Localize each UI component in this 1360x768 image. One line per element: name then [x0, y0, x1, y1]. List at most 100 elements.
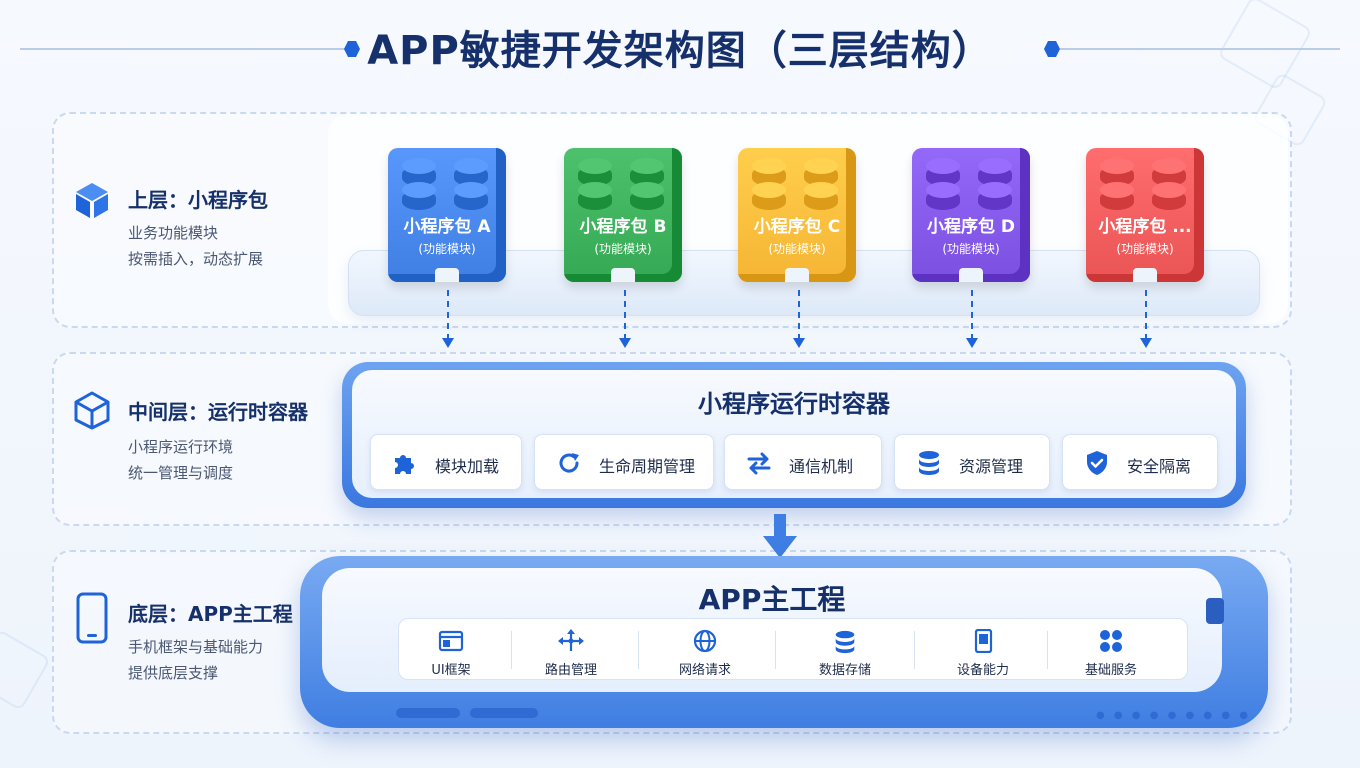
package-brick: 小程序包 B(功能模块): [564, 148, 682, 282]
package-brick: 小程序包 C(功能模块): [738, 148, 856, 282]
title-decoration-hexagon-right: [1044, 41, 1060, 57]
brick-stud: [630, 158, 664, 186]
brick-notch: [1133, 268, 1157, 282]
app-feature-label: 基础服务: [1084, 663, 1137, 678]
brick-stud-top: [402, 158, 436, 174]
title-decoration-line-right: [1060, 48, 1340, 50]
shield-icon: [1083, 449, 1111, 477]
top-layer-desc-1: 业务功能模块: [128, 224, 219, 242]
runtime-module-label: 通信机制: [789, 457, 854, 476]
brick-stud-top: [578, 158, 612, 174]
title-decoration-hexagon-left: [344, 41, 360, 57]
dashed-down-arrow: [793, 290, 805, 348]
package-brick: 小程序包 D (功能模块): [912, 148, 1030, 282]
brick-notch: [435, 268, 459, 282]
brick-stud-top: [978, 158, 1012, 174]
app-feature: 路由管理: [511, 619, 631, 681]
brick-stud: [926, 182, 960, 210]
runtime-container-title: 小程序运行时容器: [698, 390, 890, 418]
cube-icon: [76, 183, 108, 218]
brick-stud: [630, 182, 664, 210]
route-icon: [558, 629, 584, 653]
package-subtitle: (功能模块): [768, 242, 826, 256]
feature-separator: [1047, 631, 1048, 669]
brick-stud: [926, 158, 960, 186]
brick-stud-top: [978, 182, 1012, 198]
brick-stud: [804, 158, 838, 186]
phone-speaker-dots: ● ● ● ● ● ● ● ● ●: [1096, 710, 1251, 721]
package-subtitle: (功能模块): [594, 242, 652, 256]
background-hexagon: [0, 629, 51, 711]
page-title: APP敏捷开发架构图（三层结构）: [367, 28, 993, 74]
app-feature-label: 路由管理: [544, 663, 597, 678]
brick-stud: [1152, 158, 1186, 186]
dashed-down-arrow: [619, 290, 631, 348]
middle-layer-desc-1: 小程序运行环境: [128, 438, 234, 456]
package-brick: 小程序包 A (功能模块): [388, 148, 506, 282]
box-outline-icon: [74, 391, 110, 430]
brick-stud: [752, 158, 786, 186]
brick-notch: [611, 268, 635, 282]
brick-stud-top: [752, 158, 786, 174]
title-decoration-line-left: [20, 48, 350, 50]
database-icon: [832, 629, 858, 654]
phone-icon: [76, 592, 108, 644]
puzzle-icon: [391, 449, 419, 477]
feature-separator: [775, 631, 776, 669]
feature-separator: [511, 631, 512, 669]
middle-layer-desc-2: 统一管理与调度: [128, 464, 234, 482]
runtime-module-label: 模块加载: [435, 457, 500, 476]
brick-stud: [978, 182, 1012, 210]
runtime-module: 安全隔离: [1062, 434, 1218, 490]
brick-stud: [402, 158, 436, 186]
brick-stud-top: [578, 182, 612, 198]
phone-volume-button: [396, 708, 460, 718]
app-feature-label: 网络请求: [678, 663, 731, 678]
database-icon: [915, 449, 943, 477]
app-feature-label: 数据存储: [818, 663, 871, 678]
bottom-layer-title: 底层：APP主工程: [128, 602, 293, 626]
brick-stud-top: [926, 158, 960, 174]
app-phone-screen: APP主工程 UI框架 路由管理 网络请求 数据存储 设备能力基础服务: [322, 568, 1222, 692]
top-layer-desc-2: 按需插入，动态扩展: [128, 250, 264, 268]
dashed-down-arrow: [966, 290, 978, 348]
exchange-icon: [745, 449, 773, 477]
app-feature-label: UI框架: [431, 663, 471, 678]
brick-stud-top: [804, 158, 838, 174]
brick-stud-top: [402, 182, 436, 198]
brick-stud: [1152, 182, 1186, 210]
app-main-project-title: APP主工程: [698, 583, 846, 616]
app-feature: 数据存储: [785, 619, 905, 681]
brick-stud-top: [752, 182, 786, 198]
runtime-module-label: 资源管理: [959, 457, 1024, 476]
runtime-module: 通信机制: [724, 434, 882, 490]
app-feature: 基础服务: [1051, 619, 1171, 681]
package-name: 小程序包 D: [926, 217, 1016, 237]
brick-stud: [804, 182, 838, 210]
package-subtitle: (功能模块): [942, 242, 1000, 256]
brick-stud-top: [454, 158, 488, 174]
brick-stud-top: [1152, 182, 1186, 198]
brick-stud-top: [454, 182, 488, 198]
brick-stud-top: [630, 182, 664, 198]
brick-stud-top: [630, 158, 664, 174]
runtime-module-label: 安全隔离: [1127, 457, 1192, 476]
grid-icon: [1098, 629, 1124, 653]
brick-stud: [978, 158, 1012, 186]
brick-stud: [752, 182, 786, 210]
package-name: 小程序包 A: [403, 217, 491, 237]
app-feature: 设备能力: [923, 619, 1043, 681]
app-feature-strip: UI框架 路由管理 网络请求 数据存储 设备能力基础服务: [398, 618, 1188, 680]
feature-separator: [914, 631, 915, 669]
globe-icon: [692, 629, 718, 653]
brick-stud: [402, 182, 436, 210]
package-subtitle: (功能模块): [418, 242, 476, 256]
runtime-container: 小程序运行时容器 模块加载生命周期管理通信机制资源管理安全隔离: [342, 362, 1246, 508]
dashed-down-arrow: [1140, 290, 1152, 348]
app-phone-frame: APP主工程 UI框架 路由管理 网络请求 数据存储 设备能力基础服务 ● ● ● ● …: [300, 556, 1268, 728]
dashed-down-arrow: [442, 290, 454, 348]
runtime-module: 资源管理: [894, 434, 1050, 490]
runtime-container-screen: 小程序运行时容器 模块加载生命周期管理通信机制资源管理安全隔离: [352, 370, 1236, 498]
brick-notch: [959, 268, 983, 282]
brick-stud: [1100, 158, 1134, 186]
